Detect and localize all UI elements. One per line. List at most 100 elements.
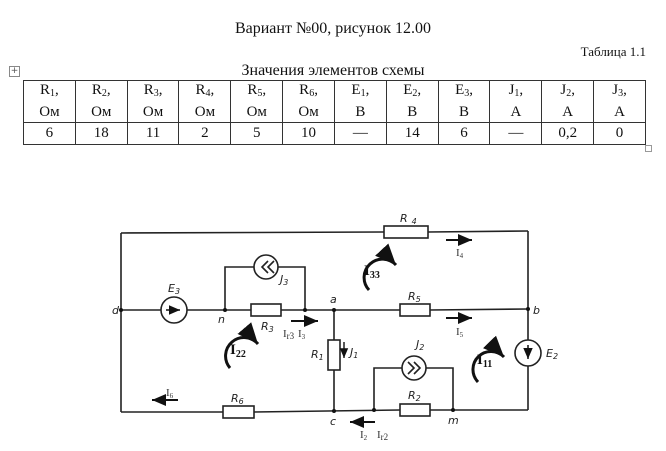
value-cell: 10 [282,122,335,145]
current-source-j3 [253,254,279,280]
param-symbol: E [455,82,465,98]
node-n-dot [223,308,227,312]
header-cell: R3,Ом [126,80,180,123]
param-symbol: J [508,82,515,98]
param-subscript: 1 [514,88,520,99]
value-cell: 18 [74,122,128,145]
param-symbol: E [351,82,361,98]
param-unit: Ом [194,104,216,120]
header-cell: R4,Ом [178,80,232,123]
loop-arrow-i22-icon [224,322,260,369]
resistor-r3 [250,303,282,317]
label-i2: I2 [360,429,368,442]
param-symbol: R [195,82,206,98]
value-cell: 0,2 [541,122,595,145]
value-cell: — [489,122,543,145]
node-c-label: c [330,415,336,428]
resistor-r6 [222,405,255,419]
header-cell: R1,Ом [23,80,76,123]
label-i33: I33 [364,263,380,281]
label-j2: J2 [414,338,424,352]
param-subscript: 2 [566,88,572,99]
param-unit: В [355,104,366,120]
loop-arrow-i33-icon [362,243,398,292]
label-i3: I3 [298,328,306,341]
param-symbol: J [560,82,567,98]
loop-arrow-i11-icon [471,335,506,384]
label-i11: I11 [477,352,492,370]
resize-square-icon[interactable] [645,145,652,152]
wire-bottom [121,409,528,413]
value-cell: 6 [437,122,491,145]
param-unit: Ом [298,104,319,120]
node-a-dot [332,308,336,312]
value-cell: 0 [593,122,646,145]
label-j3: J3 [278,273,288,287]
param-subscript: 2 [412,88,418,99]
param-unit: Ом [246,104,267,120]
label-r5: R5 [408,290,421,304]
value-cell: 11 [126,122,180,145]
label-ir2: Ir2 [377,429,388,442]
node-c-dot [332,409,336,413]
document-title: Вариант №00, рисунок 12.00 [234,20,432,37]
label-i22: I22 [230,342,246,360]
voltage-source-e2 [514,339,542,367]
resistor-r5 [399,303,431,317]
resistor-r1 [327,339,341,371]
param-unit: А [510,104,522,120]
param-symbol: R [143,82,154,98]
label-j1: J1 [348,346,358,360]
wires [120,230,529,413]
param-unit: А [614,104,625,120]
param-subscript: 2 [101,88,107,99]
label-i4: I4 [456,247,464,260]
wire-j2-loop [373,367,454,410]
param-subscript: 3 [464,88,470,99]
label-r6: R6 [231,392,244,406]
label-r3: R3 [261,320,274,334]
node-m-dot [451,408,455,412]
param-symbol: R [91,82,102,98]
node-a-label: a [330,293,337,306]
resistor-r2 [399,403,431,417]
header-cell: J1,А [489,80,543,123]
param-symbol: R [247,82,258,98]
param-unit: Ом [39,104,60,120]
resistor-r4 [383,225,429,239]
node-b-dot [526,307,530,311]
label-e2: E2 [546,347,558,361]
label-i6: I6 [166,387,174,400]
move-cross-icon[interactable]: + [9,66,20,77]
node-m-label: m [448,414,459,427]
node-d-label: d [112,304,120,317]
header-cell: J3,А [593,80,646,123]
loop-arrows [224,243,506,384]
label-i5: I5 [456,326,464,339]
header-cell: R6,Ом [282,80,335,123]
param-unit: Ом [142,104,164,120]
wire-j3-loop [224,266,306,310]
label-ir3: Ir3 [283,328,295,341]
current-source-j2 [401,355,427,381]
param-subscript: 1 [360,88,366,99]
header-cell: R2,Ом [74,80,128,123]
header-cell: J2,А [541,80,595,123]
node-b-label: b [533,304,540,317]
node-dots [119,307,530,413]
param-symbol: R [299,82,310,98]
param-subscript: 1 [50,88,56,99]
table-caption: Значения элементов схемы [241,62,425,79]
param-unit: В [407,104,418,120]
param-symbol: R [40,82,51,98]
param-subscript: 6 [309,88,315,99]
header-cell: R5,Ом [230,80,284,123]
param-subscript: 4 [205,88,211,99]
header-cell: E3,В [437,80,491,123]
